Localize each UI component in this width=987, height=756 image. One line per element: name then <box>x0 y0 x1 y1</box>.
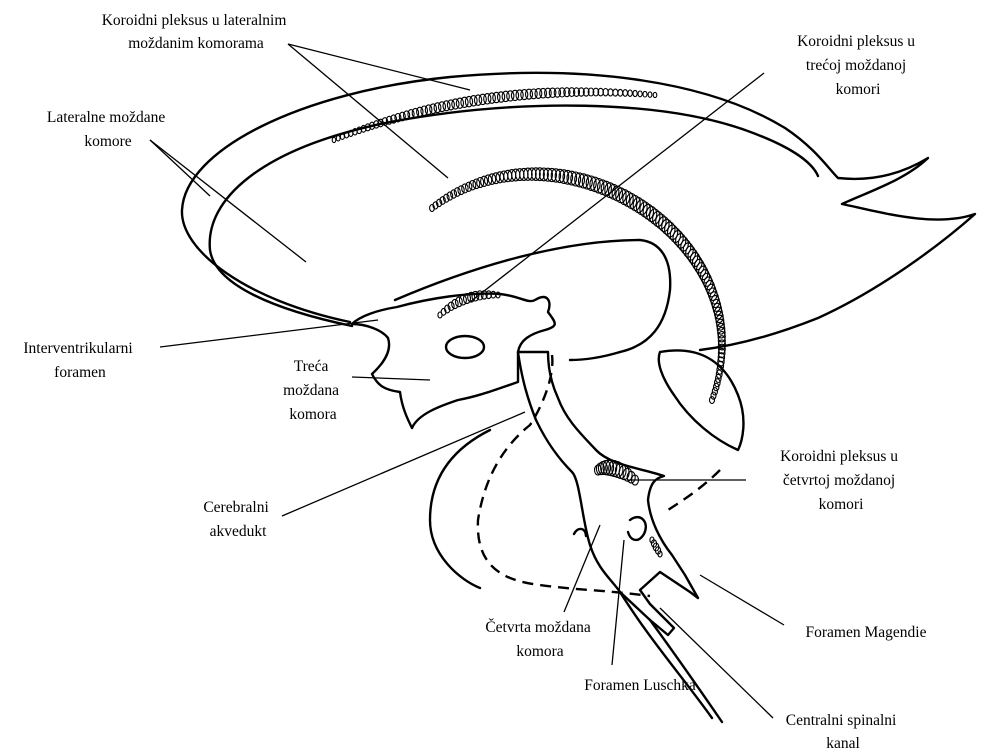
leader-aqueduct <box>282 412 525 516</box>
plexus-loop <box>336 136 340 141</box>
plexus-loop <box>332 137 336 142</box>
plexus-loop <box>648 92 652 97</box>
plexus-loop <box>618 89 623 96</box>
massa-intermedia <box>446 336 484 358</box>
plexus-loop <box>653 92 657 97</box>
label-fourth-ventricle: Četvrta moždana komora <box>485 619 594 660</box>
spinal-canal-2 <box>650 620 722 722</box>
plexus-loop <box>711 392 716 399</box>
plexus-loop <box>643 91 647 97</box>
plexus-loop <box>447 192 453 200</box>
plexus-loop <box>628 90 632 96</box>
leader-lateral-ventricles-2 <box>150 140 306 262</box>
label-lateral-ventricles: Lateralne moždane komore <box>47 109 169 150</box>
plexus-loop <box>638 91 642 97</box>
leader-magendie <box>700 575 784 625</box>
fornix-arc-2 <box>570 352 620 360</box>
label-central-canal: Centralni spinalni kanal <box>786 712 901 752</box>
plexus-loop <box>623 90 628 97</box>
lateral-ventricle-outer <box>182 73 975 350</box>
plexus-loop <box>598 180 608 195</box>
plexus-loop <box>412 108 418 117</box>
temporal-horn <box>659 350 744 450</box>
label-third-ventricle: Treća moždana komora <box>283 358 343 423</box>
plexus-loop <box>710 397 715 404</box>
label-luschka: Foramen Luschka <box>584 677 696 694</box>
leader-fourth-ventricle <box>564 525 600 612</box>
label-aqueduct: Cerebralni akvedukt <box>203 499 272 540</box>
label-lateral-plexus: Koroidni pleksus u lateralnim moždanim k… <box>102 12 291 52</box>
plexus-loop <box>451 190 457 198</box>
plexus-loop <box>462 184 468 193</box>
label-third-plexus: Koroidni pleksus u trećoj moždanoj komor… <box>797 33 919 98</box>
label-interventricular: Interventrikularni foramen <box>23 340 136 381</box>
leader-interventricular <box>160 320 378 347</box>
lateral-ventricle-inner <box>210 106 818 326</box>
spinal-canal <box>620 592 712 718</box>
dashed-outline-2 <box>668 470 720 510</box>
leader-central-canal <box>660 608 773 718</box>
luschka-small <box>574 529 586 536</box>
choroid-plexus-lateral <box>332 88 657 143</box>
label-fourth-plexus: Koroidni pleksus u četvrtoj moždanoj kom… <box>780 448 902 513</box>
plexus-loop <box>458 186 464 195</box>
lower-bulge <box>430 430 490 588</box>
plexus-loop <box>633 90 637 96</box>
label-magendie: Foramen Magendie <box>806 624 927 641</box>
plexus-loop <box>613 89 618 96</box>
plexus-loop <box>608 89 613 96</box>
plexus-loop <box>454 188 460 197</box>
